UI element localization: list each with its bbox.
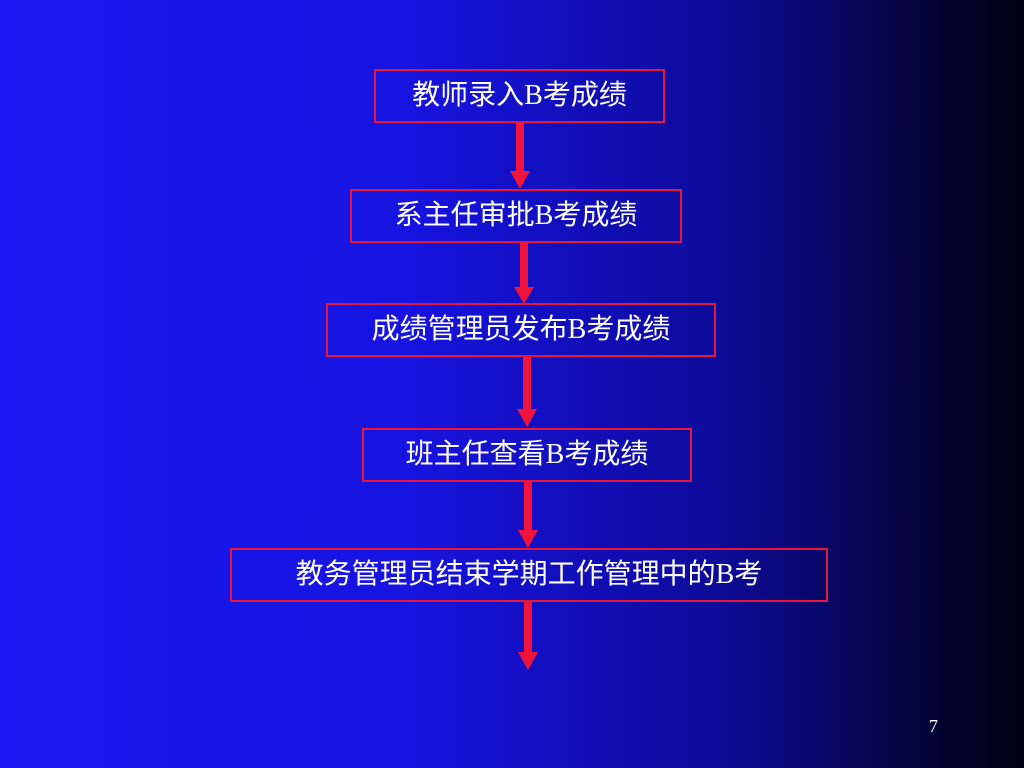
arrow-2: [514, 243, 534, 304]
arrow-4: [518, 482, 538, 548]
arrow-5: [518, 602, 538, 670]
arrow-1: [510, 123, 530, 189]
flow-step-grade-admin-publish: 成绩管理员发布B考成绩: [326, 303, 716, 357]
flow-step-teacher-entry: 教师录入B考成绩: [374, 69, 665, 123]
page-number: 7: [929, 716, 938, 736]
flow-step-department-approval: 系主任审批B考成绩: [350, 189, 682, 243]
flow-step-academic-admin-close: 教务管理员结束学期工作管理中的B考: [230, 548, 828, 602]
flow-step-class-teacher-view: 班主任查看B考成绩: [362, 428, 692, 482]
arrow-3: [517, 357, 537, 427]
